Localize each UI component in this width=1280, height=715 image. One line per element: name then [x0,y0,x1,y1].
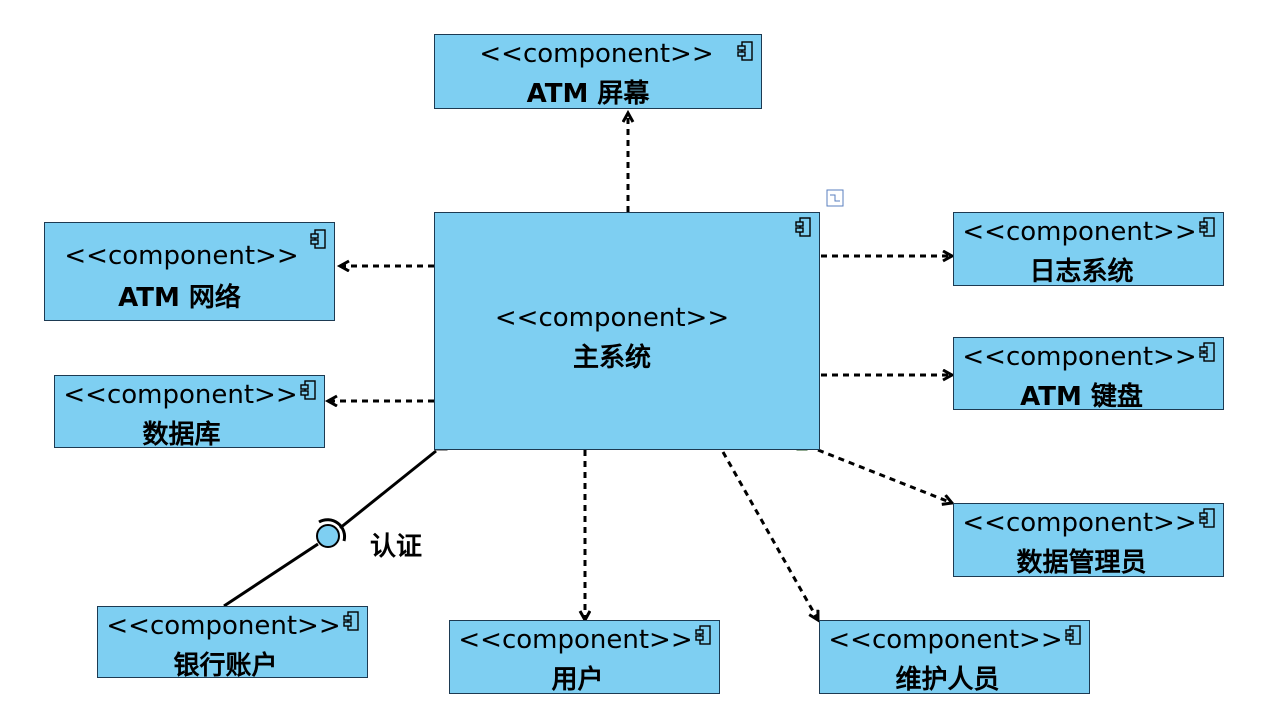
component-name: 数据管理员 [1016,548,1147,578]
component-icon [343,611,359,631]
stereotype-label: <<component>> [64,241,299,271]
interface-label: 认证 [370,532,423,562]
dependency-arrow-maintainer [721,451,818,620]
component-name: ATM 网络 [118,283,241,313]
component-icon [1065,625,1081,645]
stereotype-label: <<component>> [106,611,341,641]
component-name: 日志系统 [1029,257,1134,287]
component-name: 用户 [551,665,604,695]
interface-line-to-main [339,449,437,530]
interface-socket [318,518,347,542]
stereotype-label: <<component>> [458,625,693,655]
interface-line-to-bank [223,542,319,608]
component-user[interactable]: <<component>> 用户 [449,620,720,695]
component-icon [1199,217,1215,237]
component-atm-keyboard[interactable]: <<component>> ATM 键盘 [953,337,1224,412]
component-name: 维护人员 [895,665,1000,695]
stereotype-label: <<component>> [962,217,1197,247]
component-atm-network[interactable]: <<component>> ATM 网络 [44,222,335,321]
component-icon [310,229,326,249]
stereotype-label: <<component>> [962,342,1197,372]
component-icon [1199,342,1215,362]
dependency-arrow-dbadmin [817,448,952,503]
component-icon [1199,508,1215,528]
stereotype-label: <<component>> [479,39,714,69]
component-database[interactable]: <<component>> 数据库 [54,375,325,450]
component-icon [795,217,811,237]
link-handle-icon [826,189,844,207]
stereotype-label: <<component>> [828,625,1063,655]
component-name: ATM 屏幕 [526,79,650,109]
component-atm-screen[interactable]: <<component>> ATM 屏幕 [434,34,762,109]
interface-ball [316,524,340,548]
component-main-system[interactable]: <<component>> 主系统 [434,212,820,450]
component-data-administrator[interactable]: <<component>> 数据管理员 [953,503,1224,578]
component-bank-account[interactable]: <<component>> 银行账户 [97,606,368,681]
component-log-system[interactable]: <<component>> 日志系统 [953,212,1224,287]
component-maintainer[interactable]: <<component>> 维护人员 [819,620,1090,695]
component-name: ATM 键盘 [1020,382,1143,412]
component-icon [737,41,753,61]
component-name: 银行账户 [173,651,278,681]
component-name: 数据库 [142,420,221,450]
component-icon [300,380,316,400]
stereotype-label: <<component>> [63,380,298,410]
stereotype-label: <<component>> [962,508,1197,538]
component-icon [695,625,711,645]
stereotype-label: <<component>> [494,303,730,333]
component-name: 主系统 [572,343,651,373]
